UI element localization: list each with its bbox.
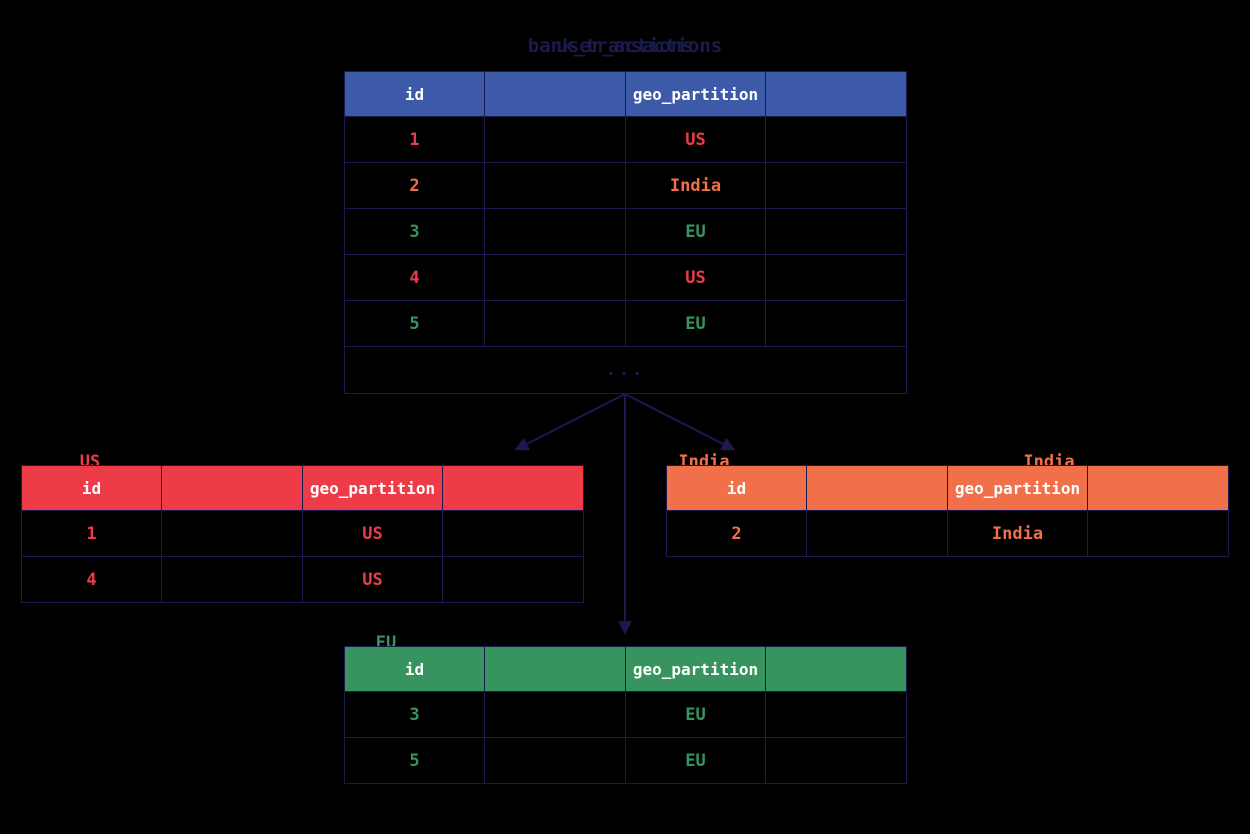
cell-geo-partition: EU [625,300,766,347]
cell-id: 2 [666,510,807,557]
cell-geo-partition: EU [625,691,766,738]
cell-id: 2 [344,162,485,209]
column-header-blank-1 [484,71,626,117]
more-rows-ellipsis: ... [344,346,907,394]
column-header-id: id [344,71,485,117]
column-header-geo-partition: geo_partition [625,71,766,117]
table-header-row: id geo_partition [344,646,907,692]
column-header-id: id [21,465,162,511]
cell-id: 1 [344,116,485,163]
cell-blank-1 [484,737,626,784]
cell-geo-partition: EU [625,737,766,784]
cell-blank-2 [765,254,907,301]
cell-blank-2 [765,162,907,209]
column-header-blank-1 [806,465,948,511]
cell-blank-1 [161,556,303,603]
cell-blank-2 [765,737,907,784]
column-header-blank-2 [442,465,584,511]
cell-geo-partition: US [302,556,443,603]
table-header-row: id geo_partition [344,71,907,117]
cell-blank-2 [442,510,584,557]
column-header-geo-partition: geo_partition [625,646,766,692]
partition-label-eu: EU [375,633,397,647]
cell-id: 4 [21,556,162,603]
table-row: 4 US [344,254,907,301]
cell-geo-partition: US [625,254,766,301]
source-table: id geo_partition 1 US 2 India 3 [344,71,907,394]
eu-partition-table: id geo_partition 3 EU 5 EU [344,646,907,784]
column-header-blank-1 [161,465,303,511]
arrow-to-india-partition [624,393,736,451]
us-partition-table: id geo_partition 1 US 4 US [21,465,584,603]
column-header-blank-1 [484,646,626,692]
cell-blank-1 [484,116,626,163]
cell-geo-partition: EU [625,208,766,255]
cell-geo-partition: India [625,162,766,209]
table-header-row: id geo_partition [666,465,1229,511]
partition-label-india: India [678,452,730,466]
cell-geo-partition: US [625,116,766,163]
cell-blank-1 [484,300,626,347]
column-header-blank-2 [765,646,907,692]
column-header-blank-2 [1087,465,1229,511]
table-row-more: ... [344,346,907,394]
cell-blank-1 [484,691,626,738]
partition-label-us: US [79,452,101,466]
table-row: 3 EU [344,691,907,738]
column-header-geo-partition: geo_partition [302,465,443,511]
cell-blank-2 [765,300,907,347]
table-row: 3 EU [344,208,907,255]
cell-id: 4 [344,254,485,301]
cell-id: 5 [344,300,485,347]
cell-id: 3 [344,691,485,738]
cell-blank-1 [484,162,626,209]
cell-geo-partition: US [302,510,443,557]
table-row: 1 US [21,510,584,557]
table-row: 2 India [666,510,1229,557]
cell-blank-1 [484,254,626,301]
source-table-title: bank_transactions [527,35,723,57]
india-partition-table: id geo_partition 2 India [666,465,1229,557]
table-row: 1 US [344,116,907,163]
column-header-blank-2 [765,71,907,117]
cell-blank-2 [765,691,907,738]
column-header-id: id [666,465,807,511]
column-header-id: id [344,646,485,692]
cell-id: 1 [21,510,162,557]
table-row: 2 India [344,162,907,209]
table-row: 5 EU [344,737,907,784]
cell-id: 3 [344,208,485,255]
cell-blank-2 [765,208,907,255]
cell-blank-2 [765,116,907,163]
cell-blank-2 [442,556,584,603]
table-row: 5 EU [344,300,907,347]
table-row: 4 US [21,556,584,603]
source-table-title-overlay: user_actions [556,35,694,57]
column-header-geo-partition: geo_partition [947,465,1088,511]
arrow-to-us-partition [514,393,626,451]
cell-blank-1 [484,208,626,255]
cell-blank-1 [161,510,303,557]
partition-label-india-right: India [1023,452,1075,466]
cell-blank-1 [806,510,948,557]
cell-geo-partition: India [947,510,1088,557]
table-header-row: id geo_partition [21,465,584,511]
cell-blank-2 [1087,510,1229,557]
cell-id: 5 [344,737,485,784]
